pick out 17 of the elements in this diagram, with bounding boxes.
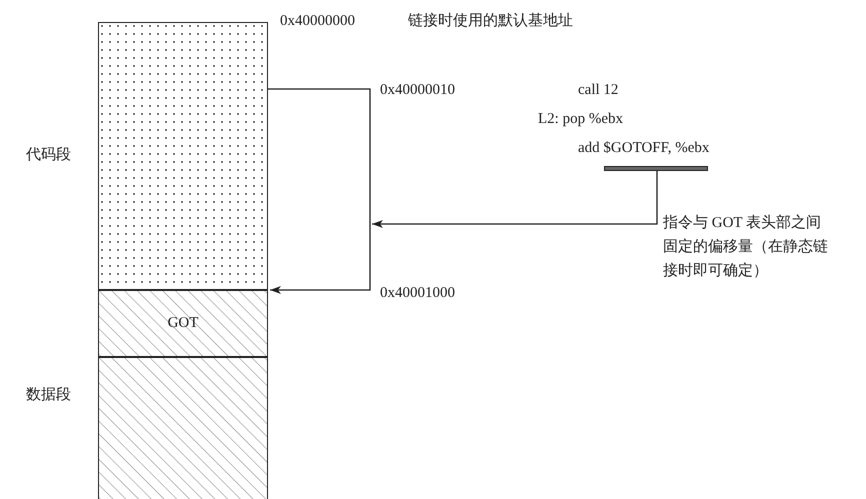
note-text: 指令与 GOT 表头部之间固定的偏移量（在静态链接时即可确定）	[663, 213, 829, 281]
arrow	[268, 88, 371, 294]
address-label: 0x40000000	[280, 12, 355, 31]
address-label: 0x40001000	[380, 284, 455, 303]
segment-label: 数据段	[26, 386, 71, 405]
address-label: add $GOTOFF, %ebx	[578, 139, 710, 158]
address-label: L2: pop %ebx	[538, 110, 623, 129]
address-label: call 12	[578, 81, 618, 100]
arrow	[372, 171, 658, 228]
address-label: 链接时使用的默认基地址	[408, 12, 573, 31]
got-segment	[98, 290, 268, 357]
segment-label: 代码段	[26, 146, 71, 165]
memory-segment	[98, 22, 268, 290]
memory-segment	[98, 357, 268, 499]
highlight-bar	[604, 166, 708, 171]
address-label: 0x40000010	[380, 81, 455, 100]
segment-label: GOT	[168, 314, 198, 334]
